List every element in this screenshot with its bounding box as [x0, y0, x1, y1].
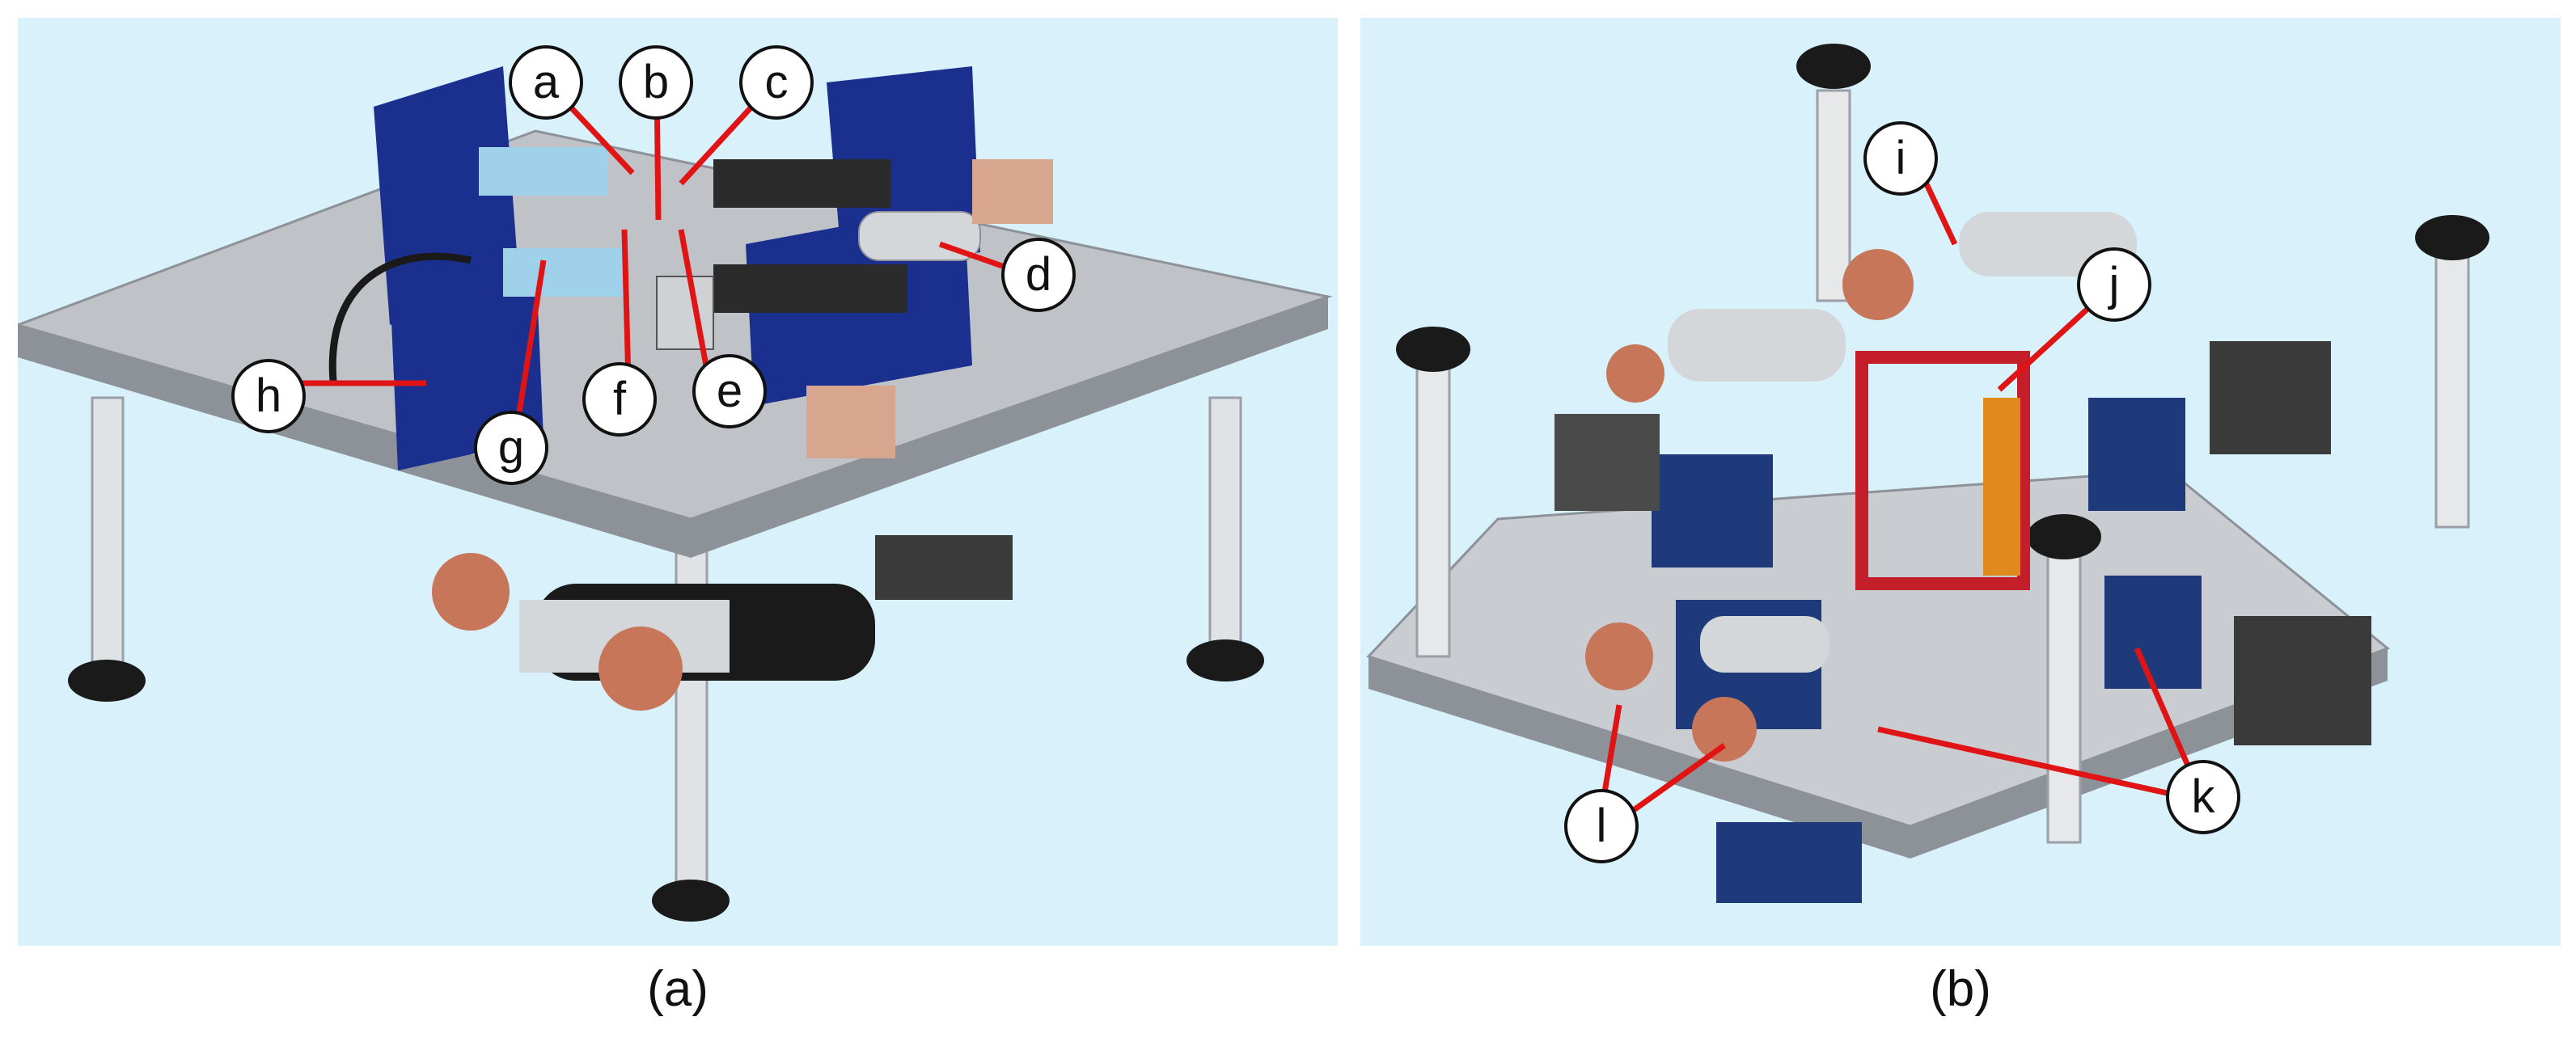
leg — [1208, 396, 1242, 666]
callout-f: f — [582, 362, 657, 437]
gear — [1692, 697, 1757, 762]
blue-block — [2088, 398, 2185, 511]
orange-rod — [1983, 398, 2020, 576]
underside-block — [1716, 822, 1862, 903]
post — [1415, 364, 1451, 658]
post — [1816, 89, 1851, 302]
post-cap — [2027, 514, 2101, 559]
foot — [1186, 639, 1264, 681]
blue-block — [1652, 454, 1773, 568]
copper-block — [806, 386, 895, 458]
light-blue-part — [479, 147, 608, 196]
copper-block — [972, 159, 1053, 224]
bracket — [2234, 616, 2371, 745]
callout-b: b — [619, 45, 693, 120]
gear — [1585, 622, 1653, 690]
foot — [68, 660, 146, 702]
post-cap — [1796, 44, 1871, 89]
post — [2434, 251, 2470, 529]
gear — [1606, 344, 1664, 403]
post — [2046, 550, 2082, 844]
callout-h: h — [231, 359, 306, 433]
callout-l: l — [1564, 789, 1639, 863]
gear-underside — [432, 553, 510, 631]
callout-a: a — [509, 45, 583, 120]
panel-b-illustration — [1366, 44, 2489, 903]
cable — [328, 252, 472, 382]
callout-d: d — [1001, 238, 1076, 312]
base-plate — [1366, 469, 2390, 828]
bracket-underside — [875, 535, 1013, 600]
slider-rail — [713, 159, 891, 208]
panel-b-caption: (b) — [1930, 961, 1991, 1017]
panel-b-rendering: i j k l — [1360, 18, 2561, 946]
bracket — [1554, 414, 1660, 511]
callout-e: e — [692, 354, 767, 428]
blue-block — [2104, 576, 2202, 689]
panel-a-rendering: a b c d e f g h — [18, 18, 1338, 946]
post-cap — [2415, 215, 2489, 260]
gear-underside — [599, 627, 683, 711]
panel-a-illustration — [18, 66, 1333, 922]
red-frame — [1855, 351, 2030, 590]
motor — [1700, 616, 1829, 673]
motor — [1668, 309, 1846, 382]
callout-c: c — [739, 45, 814, 120]
callout-k: k — [2166, 760, 2240, 834]
callout-i: i — [1863, 121, 1938, 196]
callout-g: g — [474, 411, 548, 485]
slider-rail — [713, 264, 907, 313]
gear — [1842, 249, 1914, 320]
light-blue-part — [503, 248, 624, 297]
center-stage — [656, 276, 714, 350]
panel-a-caption: (a) — [647, 961, 709, 1017]
leg — [91, 396, 125, 690]
post-cap — [1396, 327, 1470, 372]
bracket — [2210, 341, 2331, 454]
callout-j: j — [2077, 247, 2151, 322]
foot — [652, 880, 730, 922]
